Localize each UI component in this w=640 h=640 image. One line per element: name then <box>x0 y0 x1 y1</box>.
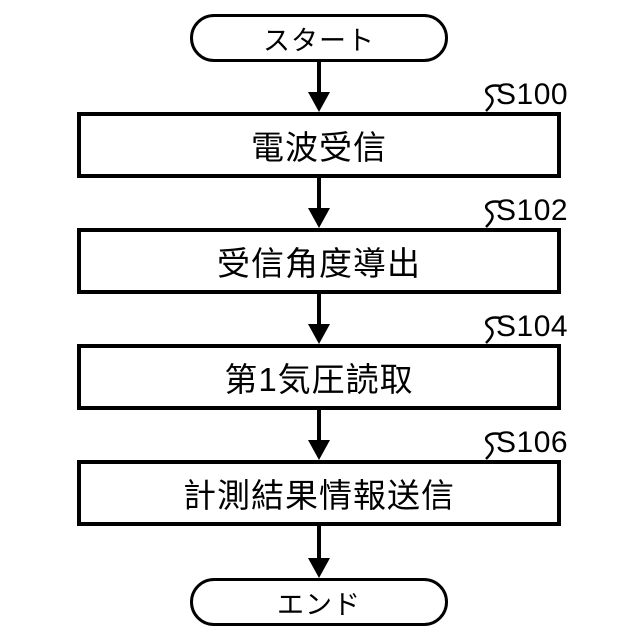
process-box-s106: 計測結果情報送信 <box>77 460 561 526</box>
step-id-s106: S106 <box>496 426 569 459</box>
process-box-label: 計測結果情報送信 <box>183 477 455 514</box>
flow-arrow <box>308 62 330 112</box>
process-box-s104: 第1気圧読取 <box>77 344 561 410</box>
process-box-s100: 電波受信 <box>77 112 561 178</box>
flow-arrow <box>308 294 330 344</box>
flow-arrow <box>308 178 330 228</box>
start-terminal-label: スタート <box>263 25 375 56</box>
start-terminal: スタート <box>190 14 448 62</box>
process-box-label: 受信角度導出 <box>217 245 421 282</box>
label-leader-squiggle <box>484 432 501 460</box>
step-id-s100: S100 <box>496 78 569 111</box>
label-leader-squiggle <box>484 84 501 112</box>
process-box-label: 電波受信 <box>251 129 387 166</box>
label-leader-squiggle <box>484 316 501 344</box>
end-terminal-label: エンド <box>277 589 361 620</box>
flow-arrow <box>308 410 330 460</box>
step-id-s102: S102 <box>496 194 569 227</box>
label-leader-squiggle <box>484 200 501 228</box>
process-box-label: 第1気圧読取 <box>224 361 414 398</box>
step-id-s104: S104 <box>496 310 569 343</box>
process-box-s102: 受信角度導出 <box>77 228 561 294</box>
flow-arrow <box>308 526 330 578</box>
end-terminal: エンド <box>190 578 448 626</box>
